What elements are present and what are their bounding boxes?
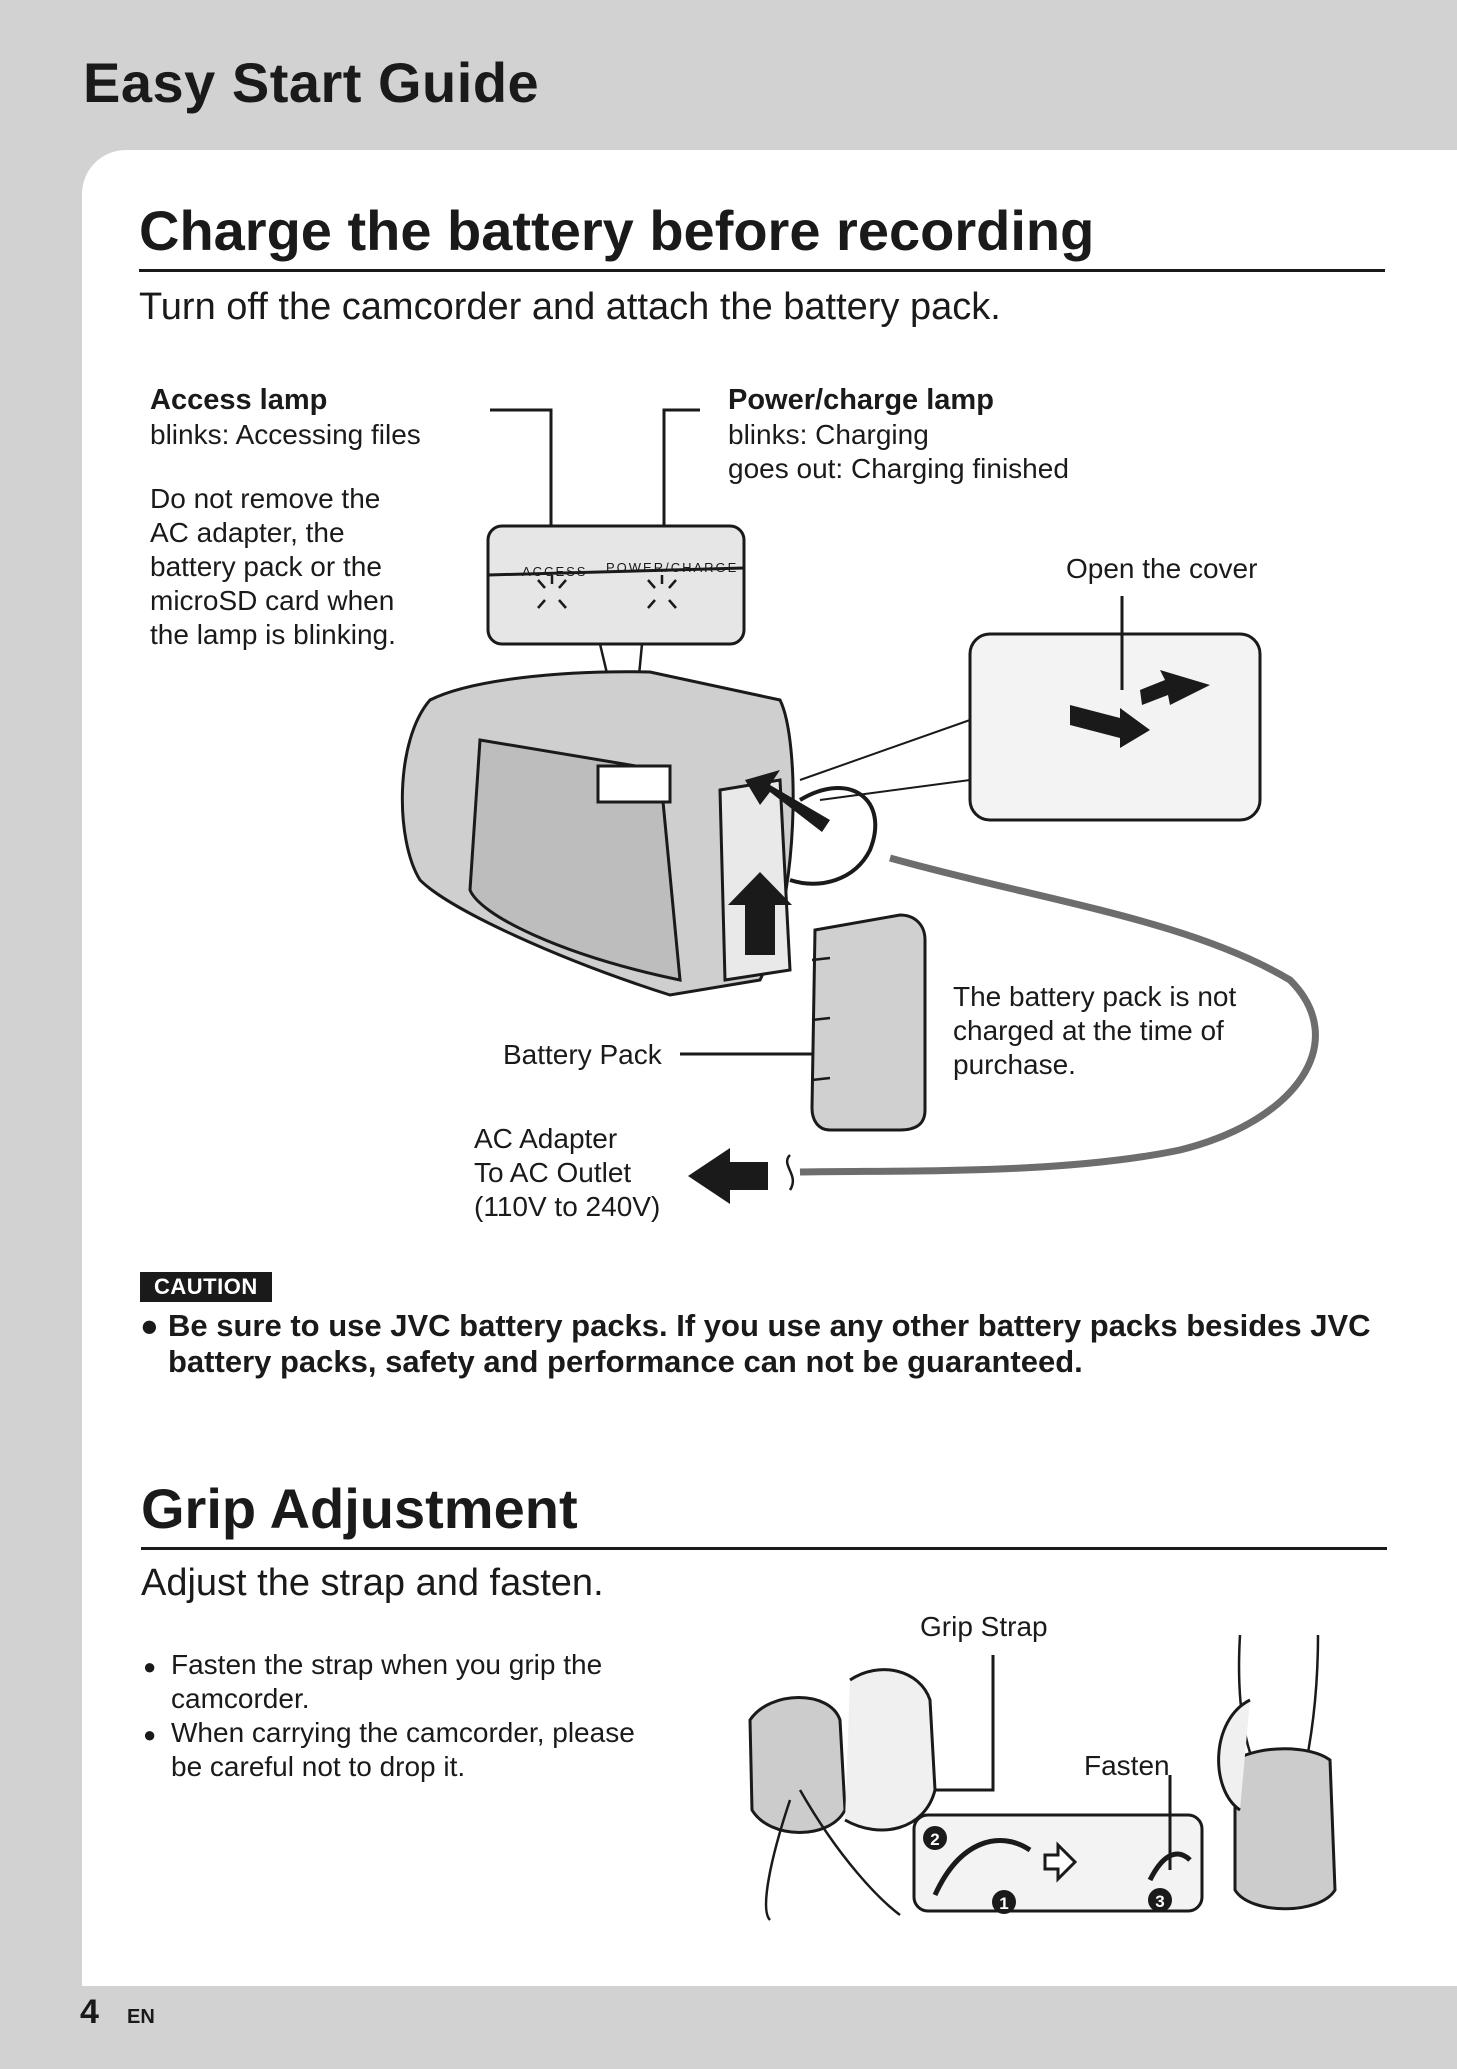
grip-strap-leader [935,1655,995,1792]
fasten-label: Fasten [1084,1750,1170,1781]
access-lamp-warning: Do not remove the AC adapter, the batter… [150,483,396,650]
hand-icon [1217,1698,1251,1812]
step-badge-3: 3 [1155,1892,1164,1911]
content-panel [82,150,1457,1986]
step-badge-1: 1 [999,1894,1008,1913]
lamp-panel [486,524,746,646]
hanging-camcorder [1233,1747,1337,1911]
access-lamp-title: Access lamp [150,384,328,416]
lamp-blink-icon [537,575,677,609]
caution-badge: CAUTION [140,1272,272,1302]
step-badges: 2 1 3 [923,1826,1172,1914]
panel-label-power: POWER/CHARGE [606,560,738,575]
caution-text: ● Be sure to use JVC battery packs. If y… [140,1308,1380,1380]
bullet-icon: ● [140,1308,159,1343]
ac-adapter-label: AC Adapter To AC Outlet (110V to 240V) [474,1123,661,1222]
page-language: EN [127,2006,155,2028]
bullet-icon: ● [143,1722,157,1747]
step-arrow-icon [1043,1841,1078,1883]
charge-illustration: ACCESS POWER/CHARGE [400,408,1319,1204]
panel-label-access: ACCESS [522,564,587,579]
step-badge-2: 2 [930,1830,939,1849]
hand-icon [844,1668,937,1832]
access-lamp-text: blinks: Accessing files [150,419,421,450]
power-lamp-leader [662,408,700,580]
caution-body: Be sure to use JVC battery packs. If you… [168,1308,1371,1379]
battery-pack [810,913,927,1132]
power-lamp-title: Power/charge lamp [728,384,994,416]
grip-strap-label: Grip Strap [920,1611,1048,1642]
page-number: 4 [80,1993,99,2031]
access-lamp-leader [490,408,553,580]
grip-illustration: 2 1 3 [748,1634,1337,1921]
open-cover-label: Open the cover [1066,553,1258,584]
grip-bullet-list: ● Fasten the strap when you grip the cam… [143,1648,663,1784]
grip-section-lead: Adjust the strap and fasten. [141,1562,604,1604]
ac-outlet-arrow [688,1148,768,1204]
power-lamp-text: blinks: Charging goes out: Charging fini… [728,419,1069,484]
battery-note: The battery pack is not charged at the t… [953,981,1237,1080]
grip-camcorder [748,1696,847,1834]
charge-section-title: Charge the battery before recording [139,198,1385,272]
guide-title: Easy Start Guide [83,51,540,114]
list-item: ● When carrying the camcorder, please be… [143,1717,635,1782]
list-item: ● Fasten the strap when you grip the cam… [143,1649,603,1714]
charge-section-lead: Turn off the camcorder and attach the ba… [139,286,1001,328]
battery-pack-label: Battery Pack [503,1039,662,1070]
grip-section-title: Grip Adjustment [141,1476,1387,1550]
bullet-icon: ● [143,1654,157,1679]
